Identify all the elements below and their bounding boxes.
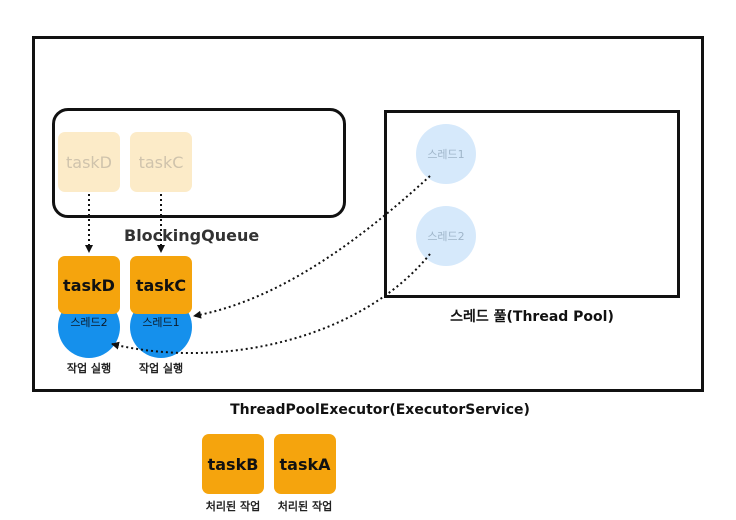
running-task-d: taskD — [58, 256, 120, 314]
thread-pool-box — [384, 110, 680, 298]
completed-status-a: 처리된 작업 — [277, 500, 333, 513]
completed-status-b: 처리된 작업 — [205, 500, 261, 513]
running-status-c: 작업 실행 — [138, 362, 184, 375]
completed-task-a: taskA — [274, 434, 336, 494]
running-status-d: 작업 실행 — [66, 362, 112, 375]
queued-task-c: taskC — [130, 132, 192, 192]
completed-task-b: taskB — [202, 434, 264, 494]
blocking-queue-label: BlockingQueue — [124, 226, 260, 245]
arrow-thread2-to-run — [111, 253, 431, 354]
queued-task-d: taskD — [58, 132, 120, 192]
running-task-c: taskC — [130, 256, 192, 314]
thread-pool-label: 스레드 풀(Thread Pool) — [450, 309, 614, 325]
pool-thread-1: 스레드1 — [416, 124, 476, 184]
pool-thread-2: 스레드2 — [416, 206, 476, 266]
blocking-queue-box — [52, 108, 346, 218]
executor-label: ThreadPoolExecutor(ExecutorService) — [230, 402, 530, 418]
executor-box — [32, 36, 704, 392]
arrow-thread1-to-run — [193, 175, 431, 319]
